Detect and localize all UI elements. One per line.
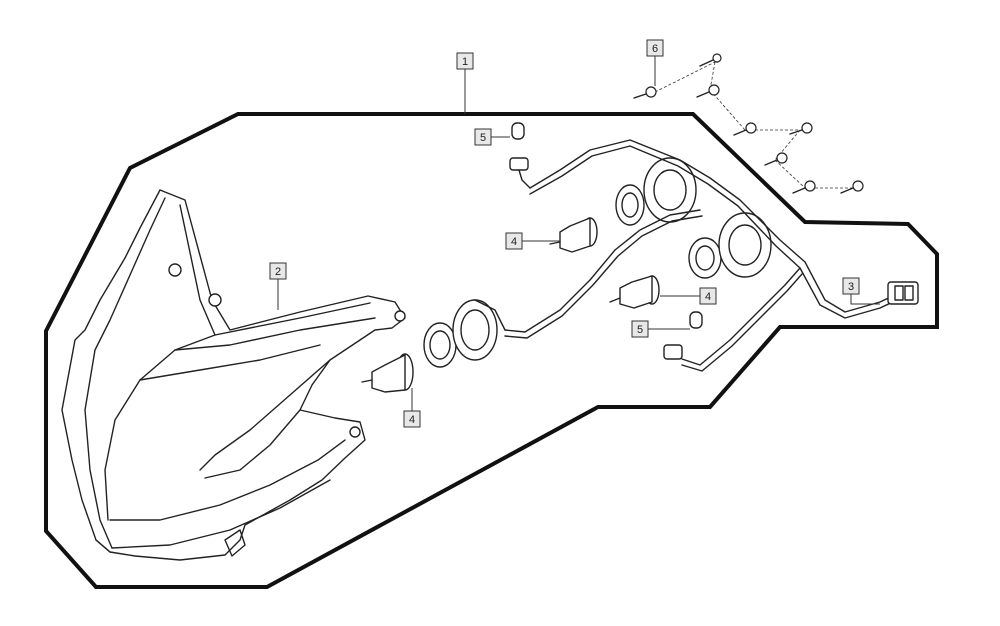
screw-5 (789, 122, 813, 135)
callout-5-lower: 5 (631, 320, 649, 338)
svg-text:4: 4 (511, 236, 517, 248)
callout-3: 3 (842, 277, 860, 295)
leader-lines (277, 56, 880, 411)
svg-text:2: 2 (275, 266, 281, 278)
assembly-outline (44, 112, 939, 589)
screw-1 (633, 86, 657, 99)
svg-text:3: 3 (848, 281, 854, 293)
screw-8 (840, 180, 864, 194)
svg-text:4: 4 (705, 291, 711, 303)
svg-text:5: 5 (480, 132, 486, 144)
bulb-lower (361, 353, 414, 393)
bulb-socket-upper-2 (688, 212, 772, 279)
svg-text:1: 1 (462, 56, 468, 68)
wiring-harness (504, 139, 919, 372)
callout-4-lower: 4 (403, 410, 421, 428)
screw-3 (696, 84, 720, 98)
callout-5-upper: 5 (474, 128, 492, 146)
bulb-upper-right (609, 275, 660, 309)
small-bulb-lower (663, 311, 703, 360)
bulb-socket-upper-1 (615, 157, 697, 226)
screw-set (633, 53, 864, 194)
svg-text:5: 5 (637, 324, 643, 336)
bulb-upper-left (549, 217, 598, 253)
callout-2: 2 (269, 262, 287, 280)
callout-4-upper-right: 4 (699, 287, 717, 305)
svg-text:6: 6 (652, 43, 658, 55)
svg-text:4: 4 (409, 414, 415, 426)
callout-6: 6 (646, 39, 664, 57)
callout-1: 1 (456, 52, 474, 70)
small-bulb-upper (509, 122, 531, 189)
screw-2 (699, 53, 722, 67)
bulb-socket-lower (423, 299, 506, 368)
screw-6 (764, 152, 788, 166)
screw-4 (733, 122, 757, 136)
screw-7 (792, 180, 816, 194)
callout-4-upper-left: 4 (505, 232, 523, 250)
headlight-housing (61, 189, 406, 561)
